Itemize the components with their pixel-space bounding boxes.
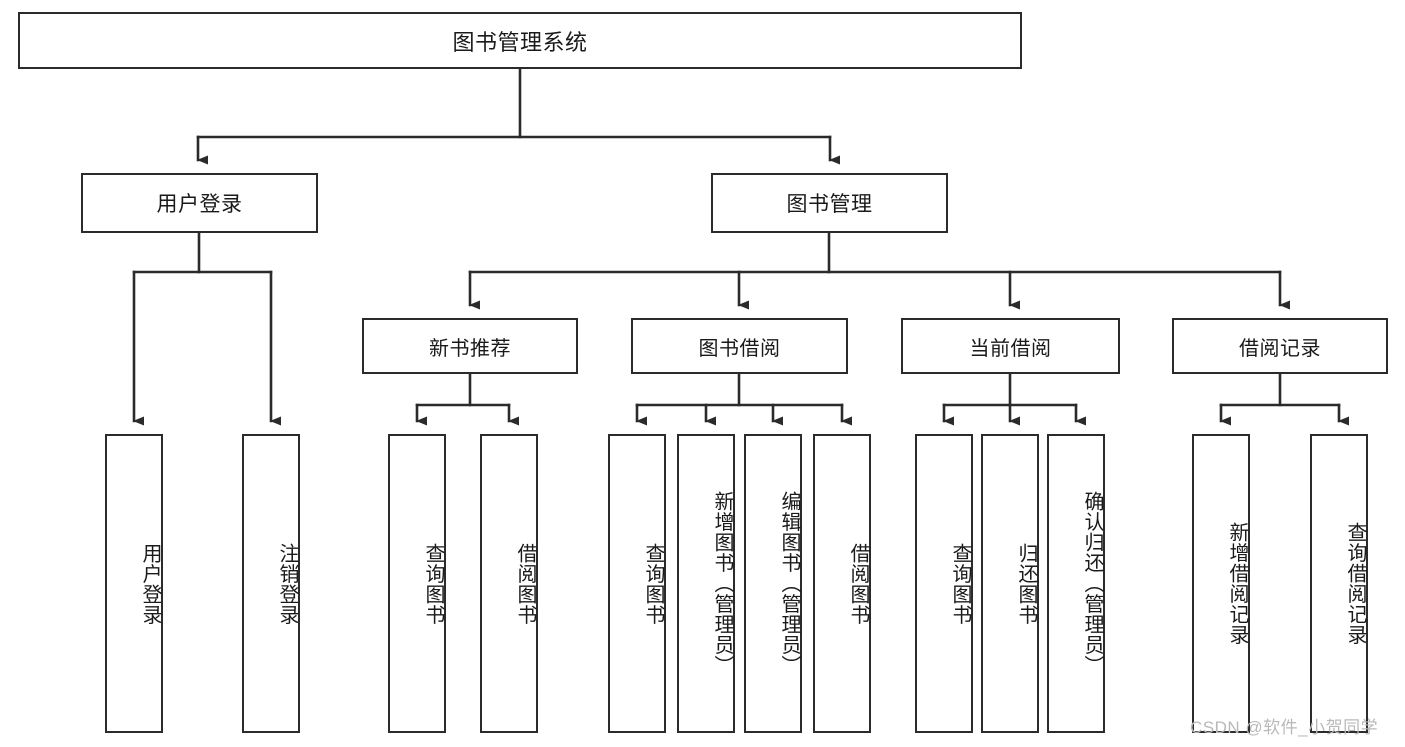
node-label: 查询图书	[642, 542, 664, 625]
node-label: 借阅图书	[847, 542, 869, 625]
node-leaf-confirm-return-admin[interactable]: 确认归还（管理员）	[1047, 434, 1105, 733]
node-leaf-borrow-book-newbook[interactable]: 借阅图书	[480, 434, 538, 733]
node-user-login[interactable]: 用户登录	[81, 173, 318, 233]
node-label: 新增借阅记录	[1226, 522, 1248, 645]
node-book-borrowing[interactable]: 图书借阅	[631, 318, 848, 374]
node-leaf-query-borrowing-record[interactable]: 查询借阅记录	[1310, 434, 1368, 733]
node-new-book-recommendation[interactable]: 新书推荐	[362, 318, 578, 374]
node-leaf-query-book-newbook[interactable]: 查询图书	[388, 434, 446, 733]
node-label: 新书推荐	[429, 337, 511, 360]
node-label: 用户登录	[139, 542, 161, 625]
node-label: 注销登录	[276, 542, 298, 625]
watermark-text: CSDN @软件_小贺同学	[1190, 718, 1379, 737]
node-leaf-query-book-borrowing[interactable]: 查询图书	[608, 434, 666, 733]
node-leaf-add-book-admin[interactable]: 新增图书（管理员）	[677, 434, 735, 733]
node-leaf-add-borrowing-record[interactable]: 新增借阅记录	[1192, 434, 1250, 733]
node-book-management[interactable]: 图书管理	[711, 173, 948, 233]
node-leaf-return-book[interactable]: 归还图书	[981, 434, 1039, 733]
node-label: 当前借阅	[969, 337, 1052, 360]
node-leaf-logout[interactable]: 注销登录	[242, 434, 300, 733]
node-borrowing-records[interactable]: 借阅记录	[1172, 318, 1388, 374]
node-current-borrowing[interactable]: 当前借阅	[901, 318, 1120, 374]
node-label: 查询图书	[422, 542, 444, 625]
node-leaf-borrow-book-borrowing[interactable]: 借阅图书	[813, 434, 871, 733]
node-label: 图书管理	[786, 193, 873, 216]
node-label: 查询图书	[949, 542, 971, 625]
node-label: 借阅记录	[1239, 337, 1321, 360]
node-leaf-edit-book-admin[interactable]: 编辑图书（管理员）	[744, 434, 802, 733]
node-leaf-user-login[interactable]: 用户登录	[105, 434, 163, 733]
node-root-book-management-system[interactable]: 图书管理系统	[18, 12, 1022, 69]
node-label: 确认归还（管理员）	[1081, 491, 1103, 676]
node-label: 图书管理系统	[452, 29, 588, 55]
node-label: 用户登录	[156, 193, 243, 216]
node-label: 新增图书（管理员）	[711, 491, 733, 676]
node-leaf-query-book-current[interactable]: 查询图书	[915, 434, 973, 733]
node-label: 编辑图书（管理员）	[778, 491, 800, 676]
node-label: 借阅图书	[514, 542, 536, 625]
node-label: 图书借阅	[698, 337, 781, 360]
node-label: 归还图书	[1015, 542, 1037, 625]
node-label: 查询借阅记录	[1344, 522, 1366, 645]
